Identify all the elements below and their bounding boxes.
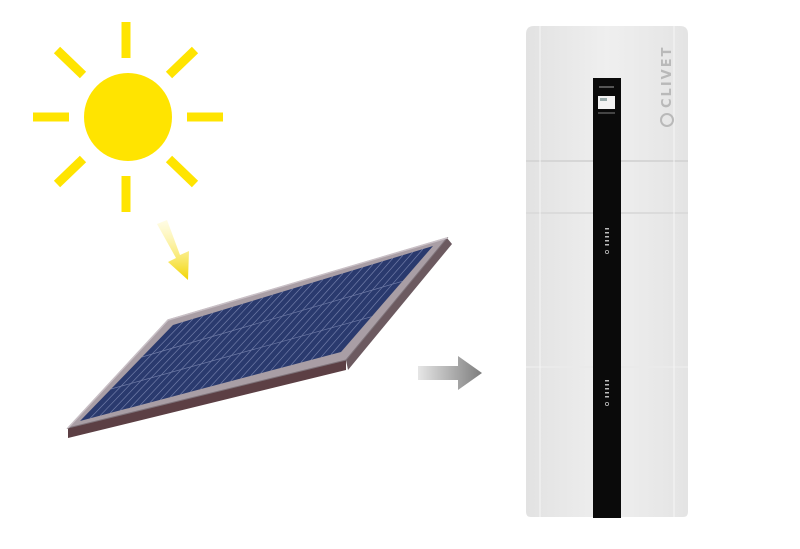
svg-text:CLIVET: CLIVET [660, 46, 675, 108]
cell-divider [210, 285, 304, 387]
cell-divider [119, 312, 214, 411]
display-screen [598, 96, 615, 109]
cell-divider [280, 263, 374, 369]
cell-divider [139, 306, 234, 406]
cell-divider [141, 280, 403, 358]
status-leds [605, 380, 610, 406]
cell-divider [200, 288, 294, 390]
cell-divider [220, 282, 314, 385]
cell-divider [270, 267, 364, 371]
solar-panel-icon [66, 237, 452, 438]
cell-divider [260, 270, 354, 374]
cell-divider [110, 316, 372, 390]
cell-divider [109, 315, 204, 414]
cell-divider [230, 279, 324, 382]
cell-divider [250, 273, 344, 377]
sun-icon [33, 22, 223, 212]
brand-logo: CLIVET [660, 46, 675, 127]
cell-divider [300, 257, 394, 363]
cell-divider [160, 300, 254, 401]
cell-divider [150, 303, 244, 403]
cell-divider [290, 260, 384, 366]
cell-divider [170, 297, 264, 398]
cell-divider [320, 251, 414, 358]
cell-divider [190, 291, 284, 393]
cell-divider [240, 276, 334, 379]
arrow-down-icon [157, 220, 189, 280]
cell-divider [99, 318, 194, 416]
cell-divider [330, 248, 424, 355]
cell-divider [180, 294, 274, 395]
front-light-strip [593, 78, 621, 518]
cell-divider [310, 254, 404, 361]
cell-divider [89, 321, 184, 419]
cell-divider [129, 309, 224, 408]
arrow-right-icon [418, 356, 482, 390]
battery-storage-icon: CLIVET [526, 26, 688, 518]
status-leds [605, 228, 610, 254]
